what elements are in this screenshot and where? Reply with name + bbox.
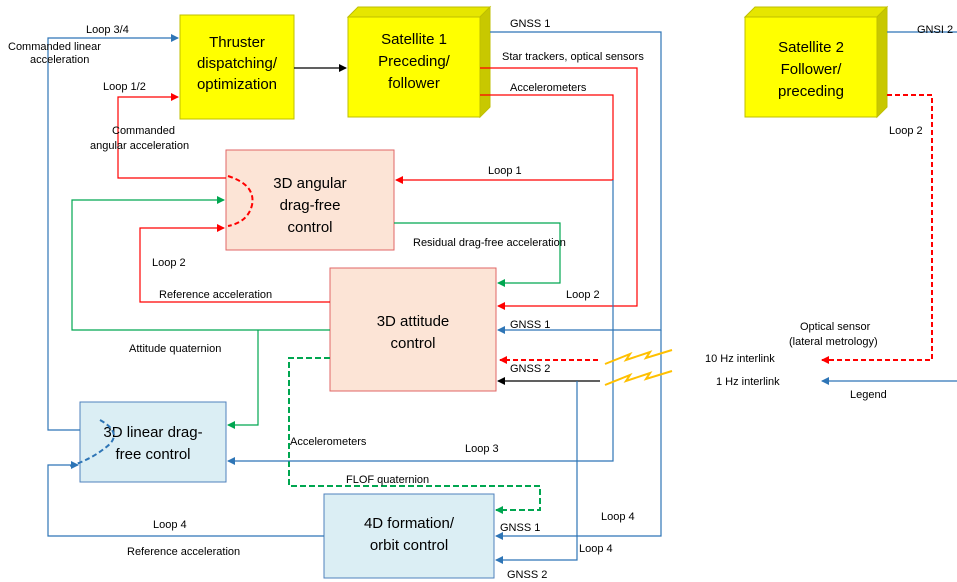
attitude-title-line2: control [390, 335, 435, 352]
thruster-block: Thruster dispatching/ optimization [179, 14, 295, 120]
label-gnss1-att: GNSS 1 [510, 319, 550, 331]
label-residual: Residual drag-free acceleration [413, 237, 566, 249]
label-commanded-angular-2: angular acceleration [90, 140, 189, 152]
label-gnss1-form: GNSS 1 [500, 522, 540, 534]
label-legend: Legend [850, 389, 887, 401]
loop3-line [227, 180, 614, 465]
satellite1-block: Satellite 1 Preceding/ follower [346, 5, 492, 119]
angular-title-line3: control [287, 219, 332, 236]
label-loop34: Loop 3/4 [86, 24, 129, 36]
connectors [47, 31, 957, 564]
label-loop3: Loop 3 [465, 443, 499, 455]
lightning-1hz-icon [604, 370, 673, 386]
label-loop2-right: Loop 2 [889, 125, 923, 137]
label-interlink-10hz: 10 Hz interlink [705, 353, 775, 365]
attitude-quaternion-line [227, 330, 259, 429]
thruster-title-line2: dispatching/ [197, 55, 278, 72]
label-gnsi2: GNSI 2 [917, 24, 953, 36]
interlink-lightning [604, 349, 673, 386]
linear-dragfree-block: 3D linear drag- free control [79, 401, 227, 483]
loop4-left-line [47, 461, 324, 537]
thruster-title-line1: Thruster [209, 34, 265, 51]
residual-line [394, 222, 561, 287]
label-attitude-quaternion: Attitude quaternion [129, 343, 221, 355]
thruster-title-line3: optimization [197, 76, 277, 93]
label-flof-quaternion: FLOF quaternion [346, 474, 429, 486]
flof-quaternion-line [288, 357, 541, 514]
label-gnss2-bottom: GNSS 2 [507, 569, 547, 581]
label-commanded-angular-1: Commanded [112, 125, 175, 137]
loop4-line [495, 330, 662, 540]
lightning-10hz-icon [604, 349, 673, 365]
label-loop2-mid: Loop 2 [566, 289, 600, 301]
label-loop1: Loop 1 [488, 165, 522, 177]
attitude-block: 3D attitude control [329, 267, 497, 392]
label-star-trackers: Star trackers, optical sensors [502, 51, 644, 63]
sat2-loop2-line [821, 94, 933, 364]
linear-title-line2: free control [115, 446, 190, 463]
label-accelerometers-mid: Accelerometers [290, 436, 367, 448]
satellite2-title-line2: Follower/ [781, 61, 843, 78]
satellite1-title-line1: Satellite 1 [381, 31, 447, 48]
star-trackers-line [480, 67, 638, 310]
label-reference-acc-mid: Reference acceleration [159, 289, 272, 301]
gnss1-line [490, 31, 662, 334]
satellite2-block: Satellite 2 Follower/ preceding [743, 5, 889, 119]
label-loop4-left: Loop 4 [153, 519, 187, 531]
angular-dragfree-block: 3D angular drag-free control [225, 149, 395, 251]
loop34-line [47, 34, 179, 431]
label-optical-sensor-2: (lateral metrology) [789, 336, 878, 348]
linear-dashed-curve [69, 419, 115, 467]
attitude-to-angular-line [71, 196, 330, 331]
labels: Loop 3/4 Commanded linear acceleration L… [8, 18, 953, 581]
gnss2-line [495, 381, 578, 564]
reference-acc-line [139, 224, 330, 303]
angular-title-line2: drag-free [280, 197, 341, 214]
label-commanded-linear-1: Commanded linear [8, 41, 101, 53]
formation-block: 4D formation/ orbit control [323, 493, 495, 579]
label-loop12: Loop 1/2 [103, 81, 146, 93]
satellite2-title-line3: preceding [778, 83, 844, 100]
loop12-line [117, 93, 226, 179]
label-reference-acc-bottom: Reference acceleration [127, 546, 240, 558]
formation-title-line2: orbit control [370, 537, 448, 554]
satellite2-title-line1: Satellite 2 [778, 39, 844, 56]
label-gnss2-att: GNSS 2 [510, 363, 550, 375]
linear-title-line1: 3D linear drag- [103, 424, 202, 441]
label-loop2-left: Loop 2 [152, 257, 186, 269]
formation-title-line1: 4D formation/ [364, 515, 455, 532]
label-gnss1-top: GNSS 1 [510, 18, 550, 30]
angular-dashed-curve [227, 175, 254, 227]
label-accelerometers-top: Accelerometers [510, 82, 587, 94]
label-optical-sensor-1: Optical sensor [800, 321, 871, 333]
label-interlink-1hz: 1 Hz interlink [716, 376, 780, 388]
angular-title-line1: 3D angular [273, 175, 346, 192]
accelerometers-loop1-line [395, 94, 614, 184]
satellite1-title-line3: follower [388, 75, 440, 92]
label-loop4-mid: Loop 4 [579, 543, 613, 555]
attitude-title-line1: 3D attitude [377, 313, 450, 330]
label-loop4-right: Loop 4 [601, 511, 635, 523]
label-commanded-linear-2: acceleration [30, 54, 89, 66]
satellite1-title-line2: Preceding/ [378, 53, 451, 70]
